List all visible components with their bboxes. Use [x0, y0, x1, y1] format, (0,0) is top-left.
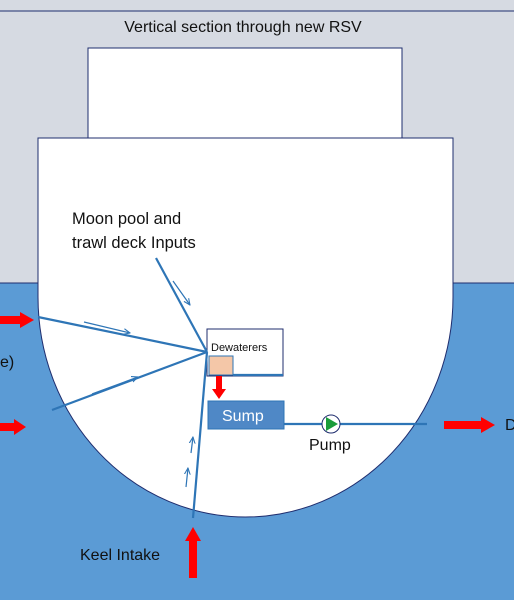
dewaterers-label: Dewaterers — [211, 342, 268, 354]
diagram-title: Vertical section through new RSV — [124, 19, 362, 36]
pump-label: Pump — [309, 437, 351, 454]
pump-icon — [321, 414, 341, 434]
dewaterer-unit — [208, 355, 234, 376]
red-arrows — [0, 312, 495, 578]
right-partial-label: D — [505, 417, 514, 434]
pipe-left-lower — [51, 350, 208, 412]
superstructure — [87, 47, 403, 149]
pipe-keel — [191, 351, 209, 519]
discharge-arrow — [444, 417, 495, 433]
moon-pool-label-line1: Moon pool and — [72, 210, 181, 228]
flow-arrow-lower-left — [91, 377, 138, 395]
inflow-arrow-upper — [0, 312, 34, 328]
hull — [37, 137, 454, 518]
keel-intake-arrow — [185, 527, 201, 578]
pipe-moon-pool — [155, 257, 208, 353]
moon-pool-label-line2: trawl deck Inputs — [72, 234, 196, 252]
dewaterer-drop-arrow — [212, 376, 226, 399]
pipe-network — [37, 257, 427, 519]
flow-arrow-keel-lower — [186, 468, 188, 488]
flow-arrows — [83, 280, 193, 488]
keel-intake-label: Keel Intake — [80, 547, 160, 564]
inflow-arrow-lower — [0, 419, 26, 435]
pipe-left-upper — [37, 315, 208, 354]
flow-arrow-upper-left — [83, 321, 130, 333]
sump-label: Sump — [222, 408, 264, 425]
flow-arrow-keel-upper — [191, 437, 193, 454]
left-partial-label: e) — [0, 354, 14, 371]
flow-arrow-moon-pool — [172, 280, 190, 305]
sump-tank — [207, 400, 285, 430]
